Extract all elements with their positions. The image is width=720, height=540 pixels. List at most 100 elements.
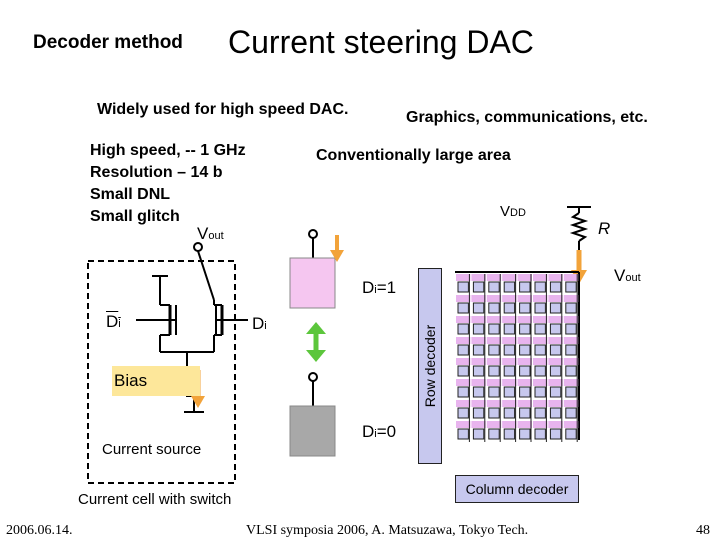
drawback-text: Conventionally large area bbox=[316, 147, 511, 164]
applications-text: Graphics, communications, etc. bbox=[406, 109, 648, 126]
array-cell bbox=[486, 337, 502, 358]
vout-node bbox=[193, 242, 203, 252]
array-cell bbox=[548, 337, 563, 358]
array-cell bbox=[517, 337, 532, 358]
array-cell bbox=[533, 337, 548, 358]
current-source-label: Current source bbox=[102, 441, 202, 458]
array-cell bbox=[502, 421, 517, 442]
array-cell bbox=[471, 358, 486, 379]
section-label: Decoder method bbox=[33, 32, 183, 53]
array-cell bbox=[517, 379, 532, 400]
array-cell bbox=[563, 421, 579, 442]
footer-date: 2006.06.14. bbox=[6, 523, 73, 538]
current-cell-array bbox=[456, 274, 579, 442]
array-cell bbox=[471, 295, 486, 316]
array-cell bbox=[533, 358, 548, 379]
array-cell bbox=[502, 337, 517, 358]
array-cell bbox=[563, 358, 579, 379]
array-cell bbox=[486, 316, 502, 337]
current-cell-box bbox=[87, 260, 236, 484]
array-cell bbox=[548, 358, 563, 379]
array-cell bbox=[486, 295, 502, 316]
cell-off-block bbox=[289, 405, 336, 457]
array-cell bbox=[471, 274, 486, 295]
array-cell bbox=[533, 379, 548, 400]
array-cell bbox=[502, 358, 517, 379]
array-cell bbox=[517, 421, 532, 442]
array-cell bbox=[563, 379, 579, 400]
state-on-label: Di=1 bbox=[362, 278, 397, 297]
array-cell bbox=[517, 400, 532, 421]
cell-caption: Current cell with switch bbox=[78, 491, 232, 508]
array-cell bbox=[471, 316, 486, 337]
array-cell bbox=[533, 295, 548, 316]
vdd-label: VDD bbox=[500, 203, 526, 220]
row-decoder-block bbox=[418, 268, 442, 464]
bias-highlight bbox=[112, 366, 200, 396]
array-cell bbox=[456, 274, 471, 295]
array-cell bbox=[563, 400, 579, 421]
array-cell bbox=[456, 358, 471, 379]
array-cell bbox=[502, 295, 517, 316]
array-cell bbox=[533, 274, 548, 295]
array-cell bbox=[456, 421, 471, 442]
array-cell bbox=[548, 295, 563, 316]
array-cell bbox=[471, 421, 486, 442]
array-cell bbox=[502, 379, 517, 400]
used-for-text: Widely used for high speed DAC. bbox=[97, 101, 349, 118]
array-cell bbox=[517, 295, 532, 316]
footer-page-number: 48 bbox=[696, 523, 710, 538]
array-cell bbox=[456, 379, 471, 400]
bias-label: Bias bbox=[114, 371, 148, 390]
feature-item: High speed, -- 1 GHz bbox=[90, 142, 246, 159]
array-cell bbox=[533, 400, 548, 421]
array-cell bbox=[533, 316, 548, 337]
array-cell bbox=[563, 316, 579, 337]
array-cell bbox=[548, 400, 563, 421]
array-cell bbox=[486, 379, 502, 400]
array-cell bbox=[517, 274, 532, 295]
array-cell bbox=[471, 379, 486, 400]
page-title: Current steering DAC bbox=[228, 24, 534, 60]
array-cell bbox=[563, 337, 579, 358]
array-cell bbox=[486, 358, 502, 379]
di-label: Di bbox=[252, 314, 267, 333]
feature-item: Resolution – 14 b bbox=[90, 164, 223, 181]
output-node bbox=[308, 372, 318, 382]
resistor-icon bbox=[569, 212, 589, 242]
feature-item: Small glitch bbox=[90, 208, 180, 225]
toggle-arrow-icon bbox=[306, 322, 326, 362]
vout-label: Vout bbox=[197, 224, 224, 243]
cell-on-block bbox=[289, 257, 336, 309]
array-cell bbox=[563, 274, 579, 295]
array-cell bbox=[548, 421, 563, 442]
column-decoder-block bbox=[455, 475, 579, 503]
array-cell bbox=[533, 421, 548, 442]
output-node bbox=[308, 229, 318, 239]
array-cell bbox=[517, 316, 532, 337]
state-off-label: Di=0 bbox=[362, 422, 397, 441]
array-cell bbox=[563, 295, 579, 316]
footer-source: VLSI symposia 2006, A. Matsuzawa, Tokyo … bbox=[246, 523, 529, 538]
di-bar-label: Di bbox=[106, 312, 121, 331]
array-cell bbox=[548, 316, 563, 337]
array-cell bbox=[502, 274, 517, 295]
column-decoder-label: Column decoder bbox=[465, 481, 569, 497]
array-cell bbox=[456, 316, 471, 337]
array-cell bbox=[502, 400, 517, 421]
row-decoder-label: Row decoder bbox=[422, 324, 438, 408]
vout-array-label: Vout bbox=[614, 266, 641, 285]
array-cell bbox=[456, 295, 471, 316]
array-cell bbox=[471, 400, 486, 421]
array-cell bbox=[486, 274, 502, 295]
array-cell bbox=[456, 337, 471, 358]
array-cell bbox=[456, 400, 471, 421]
array-cell bbox=[471, 337, 486, 358]
array-cell bbox=[517, 358, 532, 379]
array-cell bbox=[486, 421, 502, 442]
feature-item: Small DNL bbox=[90, 186, 171, 203]
array-cell bbox=[548, 379, 563, 400]
array-cell bbox=[486, 400, 502, 421]
resistor-label: R bbox=[598, 219, 611, 238]
